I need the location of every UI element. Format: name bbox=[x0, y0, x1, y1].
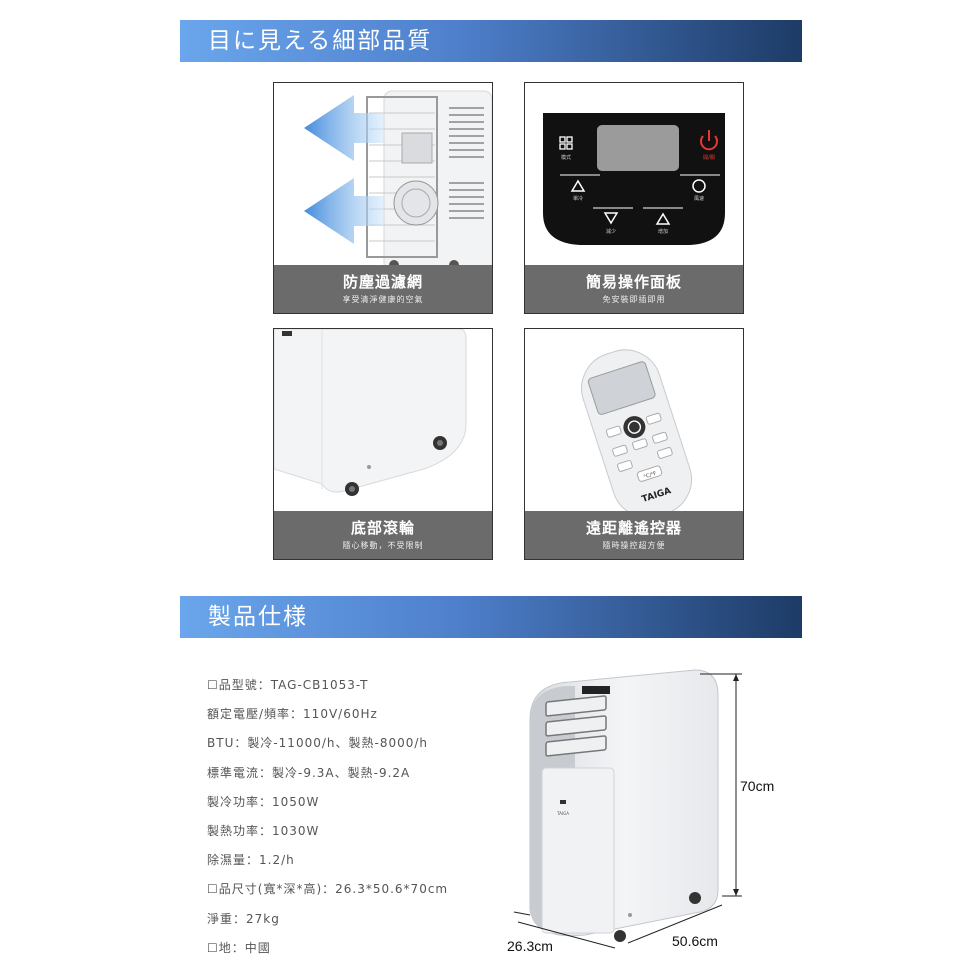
feature-card-panel: 模式 開/關 單冷 風速 減少 增加 簡易操作面板 免安裝即插即用 bbox=[524, 82, 744, 314]
fan-icon bbox=[692, 179, 706, 193]
svg-text:風速: 風速 bbox=[694, 196, 704, 202]
feature-caption: 防塵過濾網 享受清淨健康的空氣 bbox=[274, 265, 492, 313]
width-dimension-label: 26.3cm bbox=[507, 938, 553, 954]
feature-caption: 遠距離遙控器 隨時操控超方便 bbox=[525, 511, 743, 559]
feature-caption: 簡易操作面板 免安裝即插即用 bbox=[525, 265, 743, 313]
section-banner-details: 目に見える細部品質 bbox=[180, 20, 802, 62]
svg-text:TAIGA: TAIGA bbox=[556, 811, 569, 816]
remote-illustration: °C/°F TAIGA bbox=[525, 329, 743, 515]
control-panel-illustration: 模式 開/關 單冷 風速 減少 增加 bbox=[525, 83, 743, 269]
spec-item: 除濕量：1.2/h bbox=[207, 853, 295, 868]
feature-caption: 底部滾輪 隨心移動，不受限制 bbox=[274, 511, 492, 559]
svg-text:模式: 模式 bbox=[561, 154, 571, 161]
feature-card-wheels: 底部滾輪 隨心移動，不受限制 bbox=[273, 328, 493, 560]
feature-card-remote: °C/°F TAIGA 遠距離遙控器 隨時操控超方便 bbox=[524, 328, 744, 560]
feature-title: 遠距離遙控器 bbox=[585, 519, 682, 537]
spec-item: ☐品尺寸(寬*深*高)：26.3*50.6*70cm bbox=[207, 882, 449, 897]
spec-item: 製熱功率：1030W bbox=[207, 823, 320, 838]
spec-item: BTU：製冷-11000/h、製熱-8000/h bbox=[207, 736, 429, 751]
feature-subtitle: 享受清淨健康的空氣 bbox=[342, 295, 424, 304]
height-dimension-label: 70cm bbox=[740, 778, 775, 794]
feature-subtitle: 隨時操控超方便 bbox=[602, 541, 666, 550]
svg-text:減少: 減少 bbox=[606, 228, 616, 235]
feature-title: 底部滾輪 bbox=[350, 519, 415, 537]
spec-item: 淨重：27kg bbox=[207, 911, 280, 926]
feature-subtitle: 免安裝即插即用 bbox=[602, 295, 666, 304]
spec-item: 製冷功率：1050W bbox=[207, 794, 320, 809]
section-banner-specs: 製品仕様 bbox=[180, 596, 802, 638]
spec-item: ☐地：中國 bbox=[207, 940, 271, 955]
product-dimension-illustration: TAIGA bbox=[513, 669, 742, 949]
airflow-arrow-icon bbox=[304, 95, 384, 161]
spec-list: ☐品型號：TAG-CB1053-T 額定電壓/頻率：110V/60Hz BTU：… bbox=[207, 676, 448, 968]
svg-text:增加: 增加 bbox=[658, 228, 668, 235]
feature-card-filter: 防塵過濾網 享受清淨健康的空氣 bbox=[273, 82, 493, 314]
svg-text:開/關: 開/關 bbox=[703, 155, 715, 161]
section-title: 製品仕様 bbox=[208, 604, 308, 630]
feature-title: 防塵過濾網 bbox=[342, 273, 423, 291]
airflow-arrow-icon bbox=[304, 178, 384, 244]
filter-illustration bbox=[274, 83, 492, 269]
wheels-illustration bbox=[274, 329, 492, 515]
spec-item: 額定電壓/頻率：110V/60Hz bbox=[207, 707, 378, 722]
feature-subtitle: 隨心移動，不受限制 bbox=[342, 541, 424, 550]
power-icon bbox=[627, 420, 642, 434]
feature-title: 簡易操作面板 bbox=[585, 273, 682, 291]
svg-text:單冷: 單冷 bbox=[573, 195, 583, 202]
power-icon bbox=[700, 130, 718, 151]
svg-text:°C/°F: °C/°F bbox=[643, 471, 657, 481]
spec-item: 標準電流：製冷-9.3A、製熱-9.2A bbox=[207, 765, 411, 780]
spec-item: ☐品型號：TAG-CB1053-T bbox=[207, 678, 369, 692]
depth-dimension-label: 50.6cm bbox=[672, 933, 718, 949]
section-title: 目に見える細部品質 bbox=[208, 28, 433, 54]
